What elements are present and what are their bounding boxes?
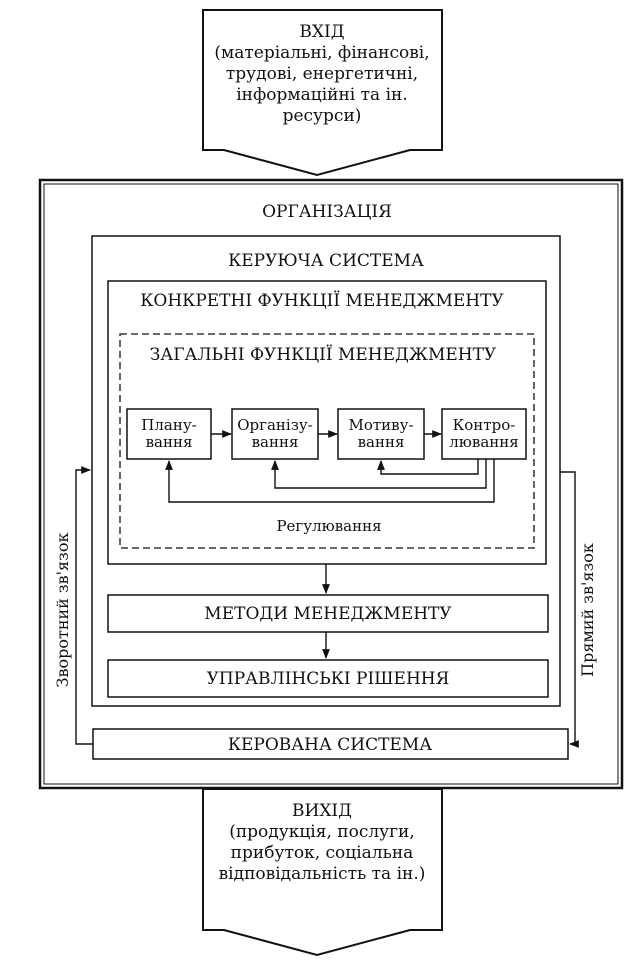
regulation-label: Регулювання bbox=[276, 517, 381, 535]
direct-link-line bbox=[560, 471, 579, 748]
general-functions-title: ЗАГАЛЬНІ ФУНКЦІЇ МЕНЕДЖМЕНТУ bbox=[150, 344, 497, 365]
input-line-4: ресурси) bbox=[283, 106, 362, 126]
input-title: ВХІД bbox=[299, 22, 344, 42]
decisions-box bbox=[107, 659, 549, 698]
specific-functions-title: КОНКРЕТНІ ФУНКЦІЇ МЕНЕДЖМЕНТУ bbox=[140, 290, 504, 311]
input-line-1: (матеріальні, фінансові, bbox=[214, 43, 429, 63]
motivation-label-1: Мотиву- bbox=[348, 416, 413, 434]
regulation-line-to-planning bbox=[165, 459, 495, 503]
planning-label-1: Плану- bbox=[141, 416, 196, 434]
input-line-3: інформаційні та ін. bbox=[236, 85, 408, 105]
control-label-2: лювання bbox=[449, 433, 518, 451]
general-functions-box bbox=[119, 333, 535, 549]
organization-title: ОРГАНІЗАЦІЯ bbox=[262, 202, 392, 222]
decisions-label: УПРАВЛІНСЬКІ РІШЕННЯ bbox=[207, 669, 450, 689]
organization-inner-frame bbox=[43, 183, 619, 785]
output-title: ВИХІД bbox=[292, 801, 352, 821]
feedback-line bbox=[75, 466, 93, 745]
output-line-2: прибуток, соціальна bbox=[231, 843, 414, 863]
input-arrow bbox=[202, 9, 443, 177]
methods-label: МЕТОДИ МЕНЕДЖМЕНТУ bbox=[204, 604, 452, 624]
organizing-label-1: Організу- bbox=[237, 416, 313, 434]
managed-system-label: КЕРОВАНА СИСТЕМА bbox=[228, 735, 432, 755]
output-line-1: (продукція, послуги, bbox=[229, 822, 415, 842]
feedback-label: Зворотний зв'язок bbox=[53, 533, 72, 688]
regulation-line-to-organizing bbox=[271, 459, 487, 489]
control-box bbox=[441, 408, 527, 460]
control-system-box bbox=[91, 235, 561, 707]
control-system-title: КЕРУЮЧА СИСТЕМА bbox=[228, 251, 424, 271]
methods-box bbox=[107, 594, 549, 633]
output-arrow bbox=[202, 788, 443, 957]
regulation-line-to-motivation bbox=[377, 459, 479, 475]
motivation-label-2: вання bbox=[358, 433, 405, 451]
input-line-2: трудові, енергетичні, bbox=[226, 64, 418, 84]
planning-label-2: вання bbox=[146, 433, 193, 451]
organizing-label-2: вання bbox=[252, 433, 299, 451]
specific-functions-box bbox=[107, 280, 547, 565]
control-label-1: Контро- bbox=[453, 416, 516, 434]
output-line-3: відповідальність та ін.) bbox=[219, 864, 426, 884]
direct-link-label: Прямий зв'язок bbox=[578, 543, 597, 677]
